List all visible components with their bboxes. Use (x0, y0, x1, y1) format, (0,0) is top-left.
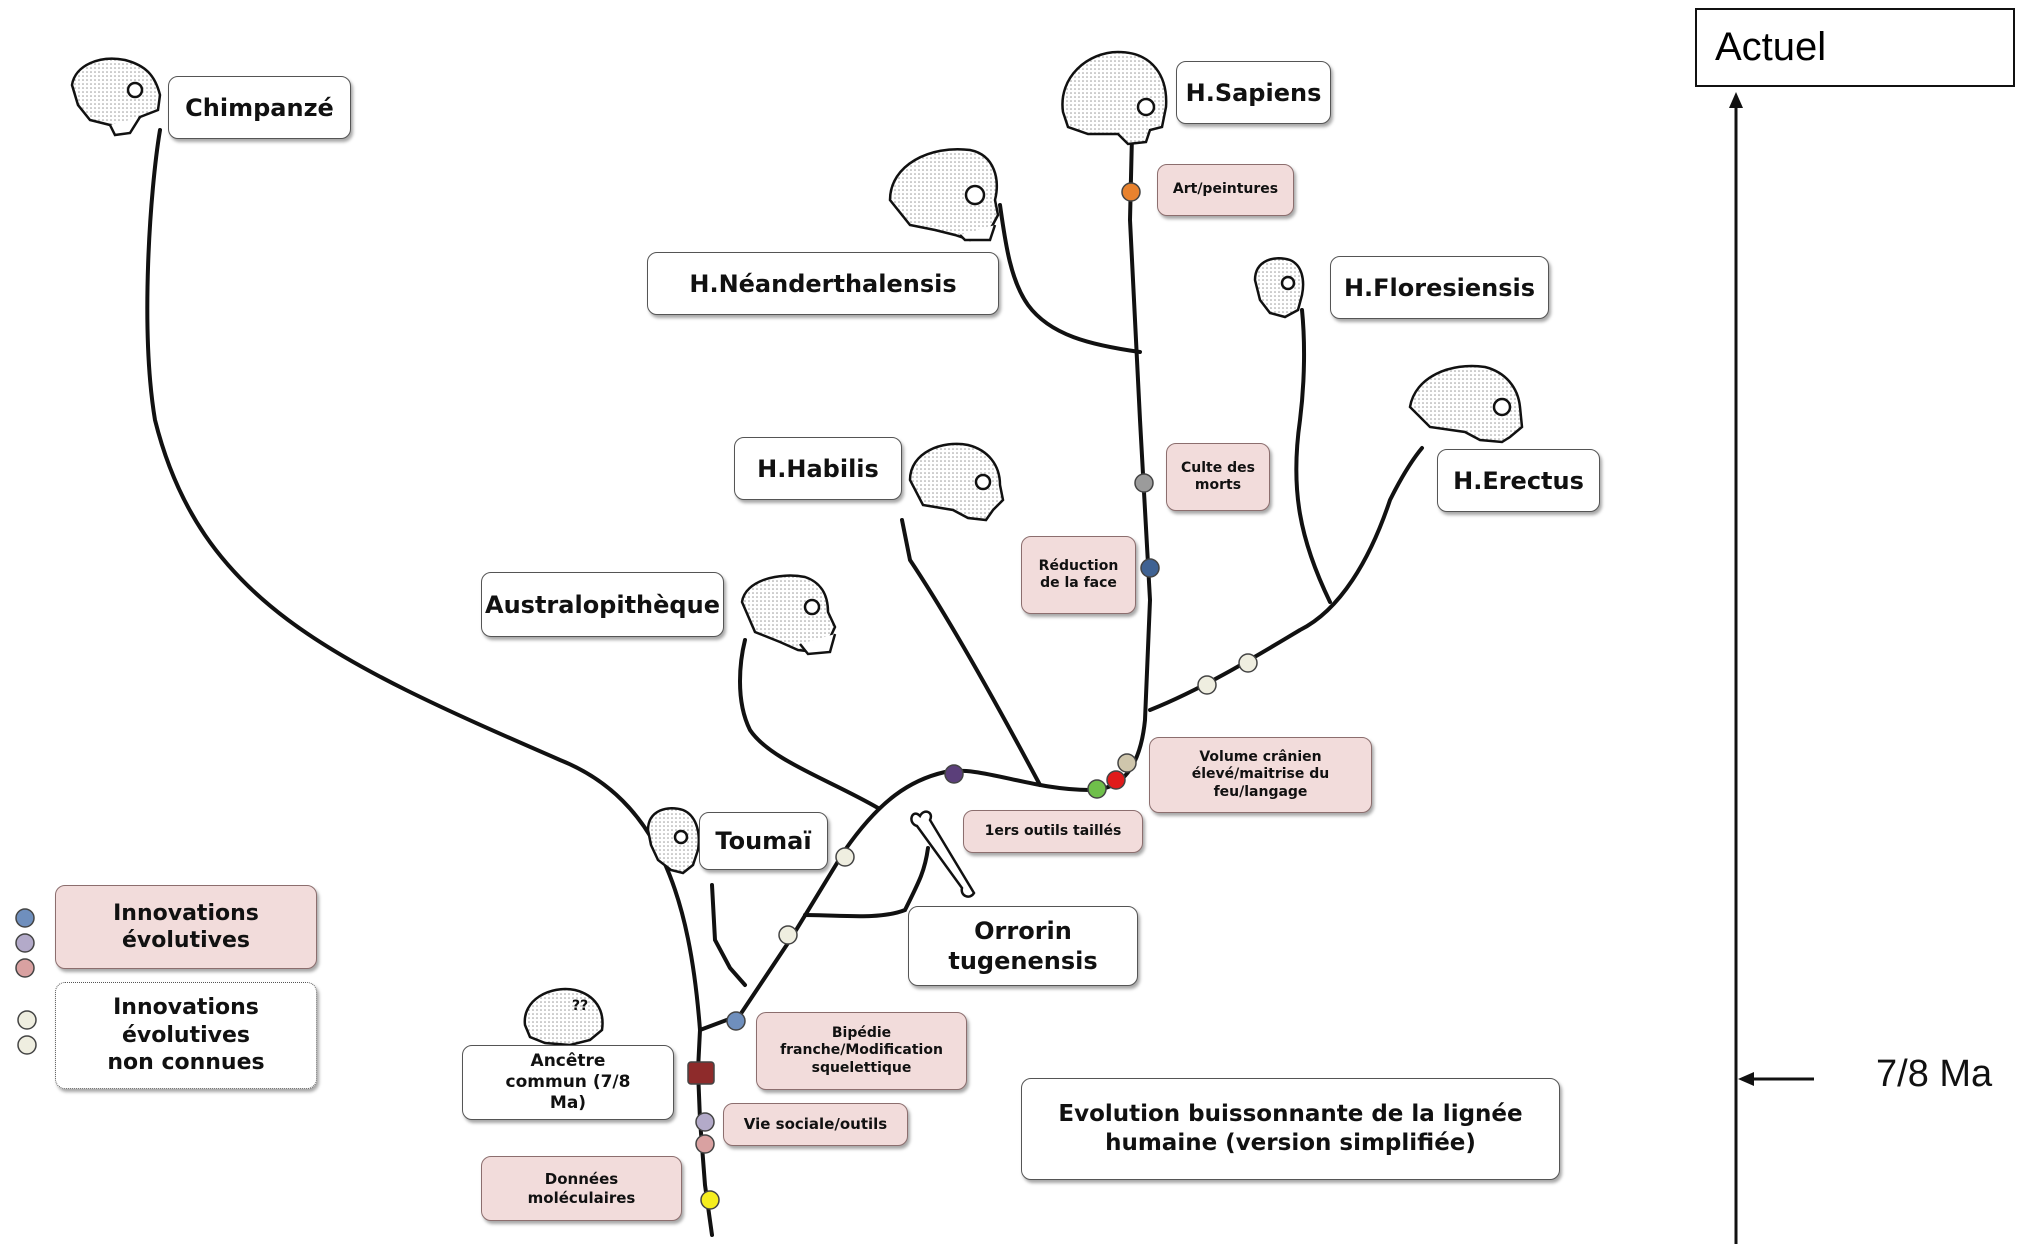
label-neanderthalensis: H.Néanderthalensis (647, 252, 999, 315)
label-sapiens: H.Sapiens (1176, 61, 1331, 124)
habilis-skull-icon (908, 442, 1005, 522)
innovation-bipedie: Bipédie franche/Modification squelettiqu… (756, 1012, 967, 1090)
dot-unknown-4 (1238, 653, 1258, 673)
dot-volume-red (1106, 770, 1126, 790)
dot-vie-sociale-lavender (695, 1112, 715, 1132)
dot-volume-green (1087, 779, 1107, 799)
dot-bipedie (726, 1011, 746, 1031)
label-chimpanze: Chimpanzé (168, 76, 351, 139)
sapiens-skull-icon (1061, 50, 1168, 146)
dot-unknown-3 (1197, 675, 1217, 695)
toumai-skull-icon (646, 806, 700, 875)
neanderthal-skull-icon (888, 147, 1000, 242)
legend-dot-lavender (15, 933, 35, 953)
label-erectus: H.Erectus (1437, 449, 1600, 512)
legend-dot-beige-1 (17, 1010, 37, 1030)
label-orrorin: Orrorin tugenensis (908, 906, 1138, 986)
branch-orrorin (803, 846, 930, 919)
legend-unknown: Innovations évolutives non connues (55, 982, 317, 1089)
innovation-reduction: Réduction de la face (1021, 536, 1136, 614)
floresiensis-skull-icon (1253, 256, 1305, 319)
timeline-top-label: Actuel (1695, 8, 2015, 87)
dot-culte (1134, 473, 1154, 493)
innovation-art: Art/peintures (1157, 164, 1294, 216)
branch-neanderthalensis (998, 203, 1142, 354)
dot-art (1121, 182, 1141, 202)
branch-toumai (710, 883, 747, 987)
dot-unknown-1 (835, 847, 855, 867)
innovation-dots (687, 182, 1258, 1210)
innovation-culte: Culte des morts (1166, 443, 1270, 511)
legend-dot-blue (15, 908, 35, 928)
branch-australopitheque (738, 638, 880, 810)
ancestor-node (687, 1061, 715, 1085)
dot-donnees (700, 1190, 720, 1210)
legend-dot-beige-2 (17, 1035, 37, 1055)
dot-purple (944, 764, 964, 784)
innovation-donnees: Données moléculaires (481, 1156, 682, 1221)
innovation-outils: 1ers outils taillés (963, 810, 1143, 853)
erectus-skull-icon (1408, 364, 1524, 444)
dot-unknown-2 (778, 925, 798, 945)
legend-known: Innovations évolutives (55, 885, 317, 969)
branch-human-lineage (698, 133, 1153, 1032)
timeline-arrow-head (1729, 92, 1743, 108)
australopithecus-skull-icon (740, 574, 837, 656)
innovation-volume: Volume crânien élevé/maitrise du feu/lan… (1149, 737, 1372, 813)
ancestor-skull-icon: ?? (523, 987, 604, 1047)
dot-volume-khaki (1117, 753, 1137, 773)
timeline (1729, 92, 1814, 1244)
innovation-vie-sociale: Vie sociale/outils (723, 1103, 908, 1146)
label-floresiensis: H.Floresiensis (1330, 256, 1549, 319)
dot-reduction (1140, 558, 1160, 578)
svg-text:??: ?? (572, 998, 588, 1014)
legend-dot-pink (15, 958, 35, 978)
dot-vie-sociale-pink (695, 1134, 715, 1154)
marker-arrow-head (1738, 1072, 1754, 1086)
label-toumai: Toumaï (699, 812, 828, 870)
label-australopitheque: Australopithèque (481, 572, 724, 637)
branch-floresiensis (1294, 308, 1332, 604)
branch-habilis (900, 518, 1042, 787)
orrorin-bone-icon (910, 810, 976, 898)
label-habilis: H.Habilis (734, 437, 902, 500)
chimpanzee-skull-icon (70, 57, 162, 137)
label-ancetre: Ancêtre commun (7/8 Ma) (462, 1045, 674, 1120)
diagram-title: Evolution buissonnante de la lignée huma… (1021, 1078, 1560, 1180)
timeline-marker-label: 7/8 Ma (1876, 1053, 1993, 1095)
legend-dots (15, 908, 37, 1055)
